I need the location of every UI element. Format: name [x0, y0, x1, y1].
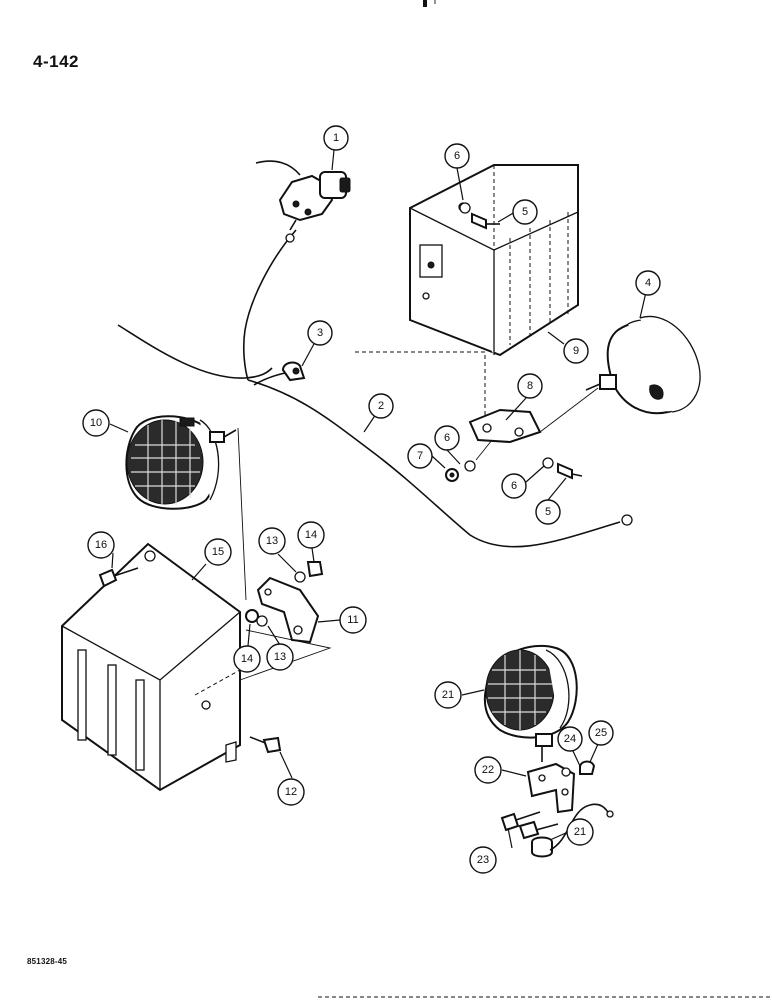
rear-work-light-lower: [483, 644, 578, 762]
callout-4: 4: [635, 270, 661, 296]
callout-label: 5: [545, 506, 551, 518]
callout-label: 2: [378, 400, 384, 412]
callout-5-upper: 5: [512, 199, 538, 225]
callout-label: 6: [511, 480, 517, 492]
front-work-light-left: [125, 415, 247, 601]
top-edge-marks: [423, 0, 436, 7]
ring-terminal-icon: [621, 514, 633, 526]
rear-work-light-upper: [585, 315, 701, 415]
lower-hardware: [245, 561, 324, 627]
figure-code: 851328-45: [27, 957, 68, 966]
callout-label: 12: [285, 786, 297, 798]
callout-label: 14: [241, 653, 253, 665]
callout-label: 11: [347, 614, 358, 626]
bolt-12: [249, 736, 282, 754]
callout-2: 2: [368, 393, 394, 419]
callout-label: 6: [454, 150, 460, 162]
callout-25: 25: [588, 720, 614, 746]
upper-hardware: [445, 439, 583, 482]
callout-22: 22: [474, 756, 502, 784]
callout-label: 25: [595, 727, 607, 739]
callout-11: 11: [339, 606, 367, 634]
callout-label: 21: [574, 826, 586, 838]
lower-mount-bracket: [239, 576, 332, 681]
callout-label: 9: [573, 345, 579, 357]
callout-label: 21: [442, 689, 454, 701]
callout-21-upper: 21: [434, 681, 462, 709]
callout-24: 24: [557, 726, 583, 752]
callout-8: 8: [517, 373, 543, 399]
page-number: 4-142: [33, 52, 79, 71]
callout-label: 13: [266, 535, 278, 547]
callout-1: 1: [323, 125, 349, 151]
callout-label: 10: [90, 417, 102, 429]
callout-23: 23: [469, 846, 497, 874]
callout-21-lower: 21: [566, 818, 594, 846]
wiring-harness: [117, 160, 633, 548]
callout-10: 10: [82, 409, 110, 437]
callout-5-lower: 5: [535, 499, 561, 525]
switch-assembly: [278, 171, 351, 243]
upper-bolt-and-washer: [459, 202, 500, 230]
upper-mount-bracket: [468, 387, 599, 444]
callout-6-top: 6: [444, 143, 470, 169]
callout-label: 4: [645, 277, 651, 289]
callout-3: 3: [307, 320, 333, 346]
callout-label: 1: [333, 132, 339, 144]
callout-13-upper: 13: [258, 527, 286, 555]
callout-7: 7: [407, 443, 433, 469]
callout-label: 13: [274, 651, 286, 663]
callout-label: 6: [444, 432, 450, 444]
callout-label: 8: [527, 380, 533, 392]
callout-13-lower: 13: [266, 643, 294, 671]
callout-label: 14: [305, 529, 317, 541]
callout-14-upper: 14: [297, 521, 325, 549]
callout-16: 16: [87, 531, 115, 559]
callout-6-right: 6: [501, 473, 527, 499]
lower-right-bracket: [500, 760, 614, 858]
callout-label: 7: [417, 450, 423, 462]
callout-label: 5: [522, 206, 528, 218]
leader-lines: [109, 149, 647, 849]
callout-label: 23: [477, 854, 489, 866]
lower-light-shield: [61, 542, 241, 792]
bolt-16: [98, 567, 139, 588]
callout-label: 16: [95, 539, 107, 551]
callout-label: 15: [212, 546, 224, 558]
callout-12: 12: [277, 778, 305, 806]
callout-label: 24: [564, 733, 576, 745]
callout-6-middle: 6: [434, 425, 460, 451]
callout-14-lower: 14: [233, 645, 261, 673]
callout-9: 9: [563, 338, 589, 364]
callout-label: 22: [482, 764, 494, 776]
callout-15: 15: [204, 538, 232, 566]
callout-label: 3: [317, 327, 323, 339]
wire-clip: [281, 361, 306, 382]
